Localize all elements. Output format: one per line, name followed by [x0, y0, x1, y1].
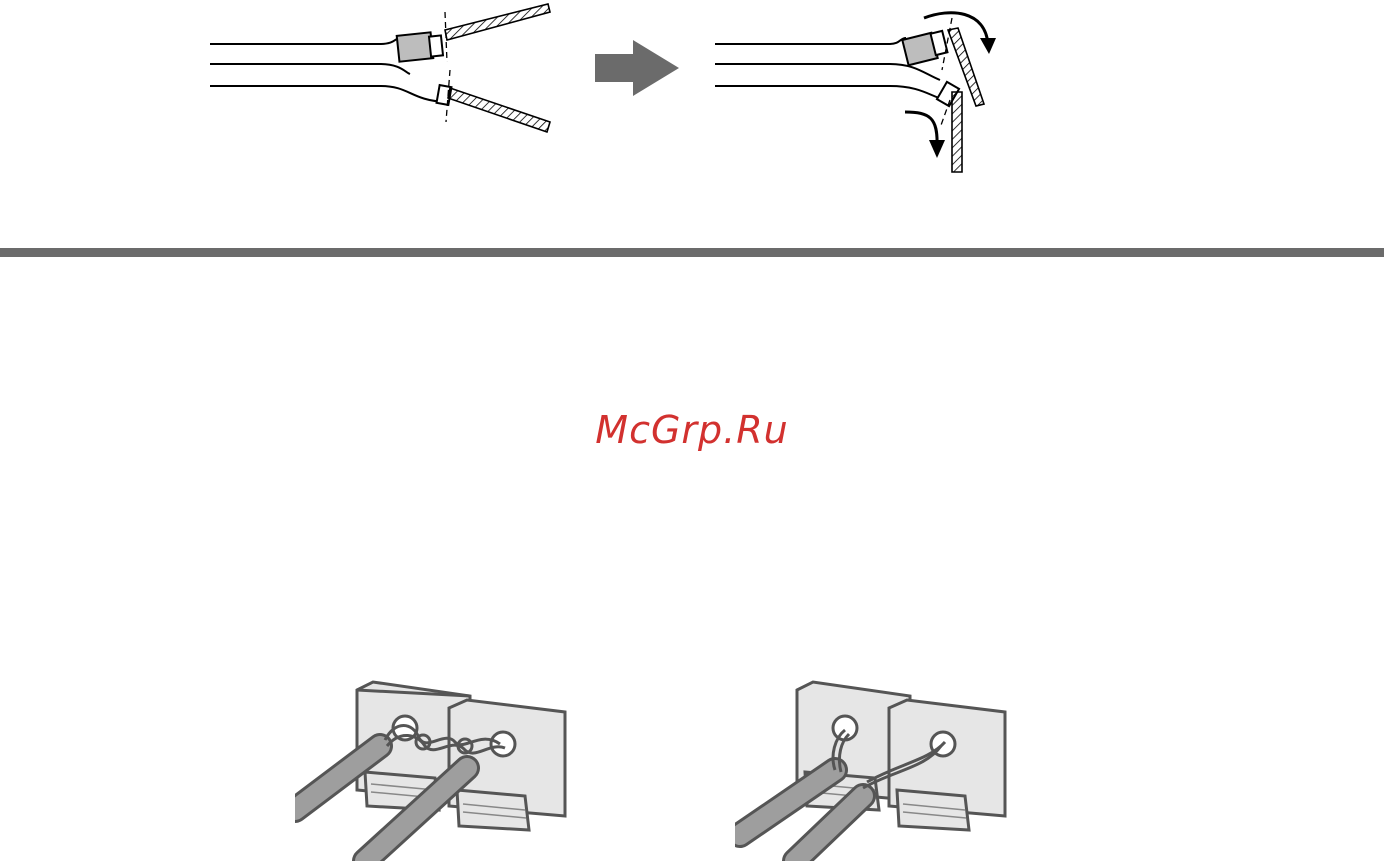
bend-arrow-lower-icon [905, 112, 945, 158]
terminal-wires-touching-diagram [295, 660, 585, 861]
right-arrow-icon [593, 40, 683, 96]
section-divider [0, 248, 1384, 257]
terminal-wires-separated-diagram [735, 660, 1025, 861]
watermark-text: McGrp.Ru [0, 408, 1384, 452]
